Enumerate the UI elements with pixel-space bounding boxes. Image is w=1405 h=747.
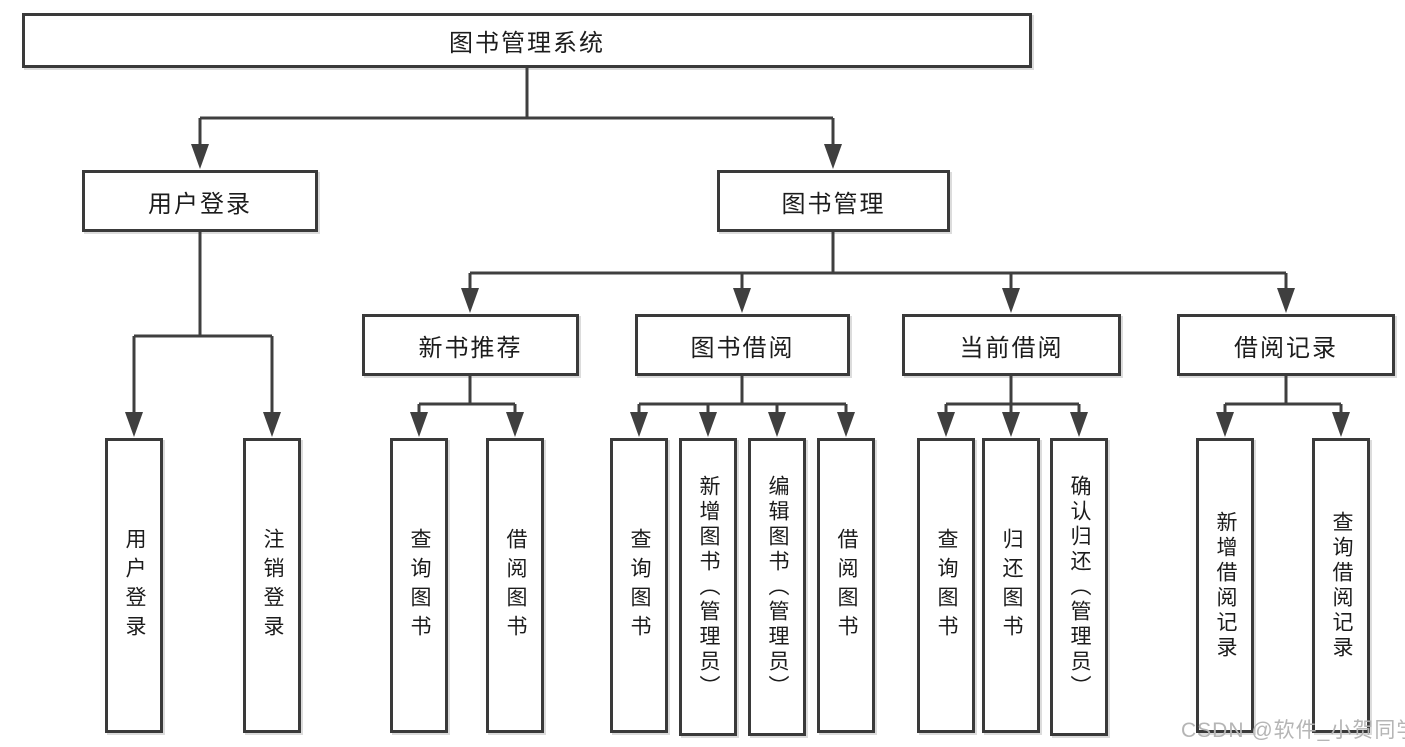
leaf-logout: 注销登录 (243, 438, 301, 733)
leaf-confirm-return-admin: 确认归还（管理员） (1050, 438, 1108, 736)
connector-userlogin-to-leaves (132, 232, 274, 415)
connector-newbooks-to-leaves (417, 376, 517, 415)
leaf-query-books-current: 查询图书 (917, 438, 975, 733)
connector-root-to-level2 (198, 68, 835, 147)
leaf-borrow-books-newbooks: 借阅图书 (486, 438, 544, 733)
leaf-add-borrow-record: 新增借阅记录 (1196, 438, 1254, 733)
leaf-edit-books-admin: 编辑图书（管理员） (748, 438, 806, 736)
leaf-query-books-newbooks: 查询图书 (390, 438, 448, 733)
connector-records-to-leaves (1223, 376, 1343, 415)
node-root: 图书管理系统 (22, 13, 1032, 68)
watermark: CSDN @软件_小贺同学 (1181, 719, 1405, 742)
leaf-return-books: 归还图书 (982, 438, 1040, 733)
connector-bookmgmt-to-level3 (468, 232, 1288, 291)
node-user-login: 用户登录 (82, 170, 318, 232)
node-book-management: 图书管理 (717, 170, 950, 232)
node-borrow-records: 借阅记录 (1177, 314, 1395, 376)
node-current-borrow: 当前借阅 (902, 314, 1121, 376)
connector-borrow-to-leaves (637, 376, 848, 415)
node-new-book-recommend: 新书推荐 (362, 314, 579, 376)
node-book-borrow: 图书借阅 (635, 314, 850, 376)
leaf-user-login: 用户登录 (105, 438, 163, 733)
leaf-query-borrow-record: 查询借阅记录 (1312, 438, 1370, 733)
connector-current-to-leaves (944, 376, 1081, 415)
leaf-add-books-admin: 新增图书（管理员） (679, 438, 737, 736)
leaf-query-books-borrow: 查询图书 (610, 438, 668, 733)
leaf-borrow-books-borrow: 借阅图书 (817, 438, 875, 733)
